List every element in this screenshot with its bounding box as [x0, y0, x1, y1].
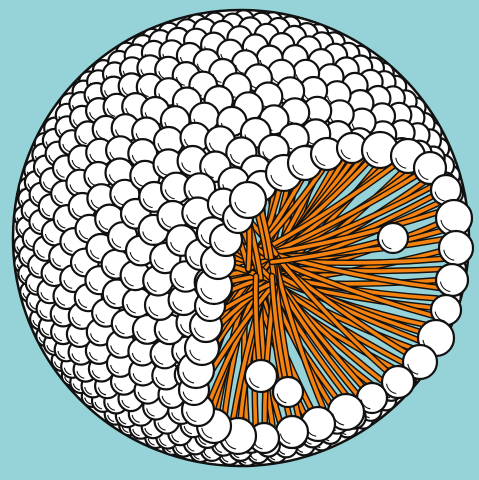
head-rim: [439, 231, 473, 265]
head-rim: [276, 416, 308, 448]
head-interior: [378, 223, 408, 253]
head-rim: [230, 182, 266, 218]
head-interior: [273, 377, 303, 407]
head-interior: [245, 360, 277, 392]
head-rim: [436, 264, 468, 296]
